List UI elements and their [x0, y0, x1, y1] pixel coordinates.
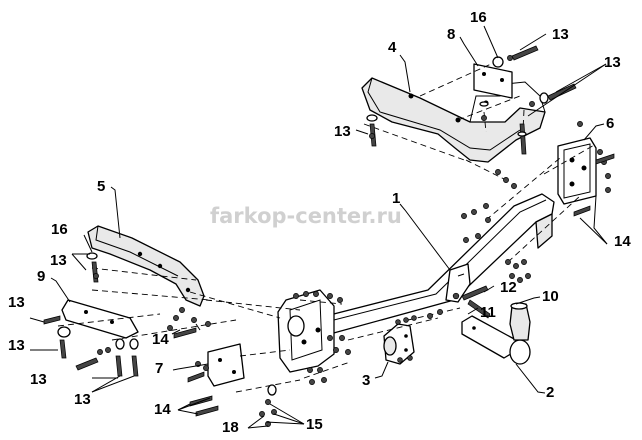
callout-3: 3 — [362, 372, 370, 389]
callout-13-top-right: 13 — [552, 26, 569, 43]
callout-4: 4 — [388, 39, 397, 56]
callout-leader-lines — [29, 25, 608, 429]
callout-13-upper: 13 — [334, 123, 351, 140]
watermark-text: farkop-center.ru — [210, 204, 402, 228]
part-10-ball-cap — [509, 302, 531, 341]
part-5-side-bracket-left — [87, 225, 205, 307]
callout-9: 9 — [37, 268, 45, 285]
hardware-socket-plate — [395, 315, 417, 363]
callout-13-left-e: 13 — [74, 391, 91, 408]
hardware-bracket-5 — [86, 252, 211, 339]
callout-16-top: 16 — [470, 9, 487, 26]
hardware-column-upper — [479, 101, 527, 155]
callout-13-left-c: 13 — [8, 337, 25, 354]
part-8-plate — [473, 63, 513, 99]
callout-7: 7 — [155, 360, 163, 377]
hardware-right-plate — [573, 121, 615, 217]
callout-2: 2 — [546, 384, 554, 401]
callout-5: 5 — [97, 178, 105, 195]
bolt-13-upper-left — [366, 114, 378, 147]
callout-13-right: 13 — [604, 54, 621, 71]
fasteners — [43, 45, 615, 427]
bolts-11-12 — [427, 285, 491, 319]
bolt-13-right-upper — [529, 83, 577, 107]
bolt-13-top — [492, 45, 539, 68]
callout-13-left-a: 13 — [50, 252, 67, 269]
callout-18: 18 — [222, 419, 239, 436]
hardware-plate-9 — [43, 315, 139, 377]
callout-6: 6 — [606, 115, 614, 132]
assembly-guide-lines — [57, 59, 597, 393]
part-7-lower-plate — [207, 343, 245, 387]
callout-15: 15 — [306, 416, 323, 433]
callout-13-left-d: 13 — [30, 371, 47, 388]
callout-12: 12 — [500, 279, 517, 296]
part-4-side-bracket-right — [361, 77, 546, 163]
callout-14-mid: 14 — [152, 331, 169, 348]
part-9-plate-left — [61, 299, 139, 339]
hardware-beam-right — [461, 169, 531, 283]
callout-1: 1 — [392, 190, 400, 207]
callout-10: 10 — [542, 288, 559, 305]
callout-14-bottom: 14 — [154, 401, 171, 418]
hardware-bracket-7 — [293, 291, 351, 385]
hardware-bracket-7-lower — [187, 361, 277, 427]
callout-11: 11 — [480, 304, 496, 321]
part-7-crossbar-end-bracket — [277, 289, 335, 373]
callout-14-right: 14 — [614, 233, 631, 250]
part-6-mounting-plate-right — [557, 137, 597, 205]
part-2-tow-ball-neck — [461, 315, 531, 365]
callout-labels: 1 2 3 4 5 6 7 8 9 10 11 12 13 13 13 13 1… — [8, 9, 631, 436]
callout-16-left: 16 — [51, 221, 68, 238]
callout-13-left-b: 13 — [8, 294, 25, 311]
callout-8: 8 — [447, 26, 455, 43]
